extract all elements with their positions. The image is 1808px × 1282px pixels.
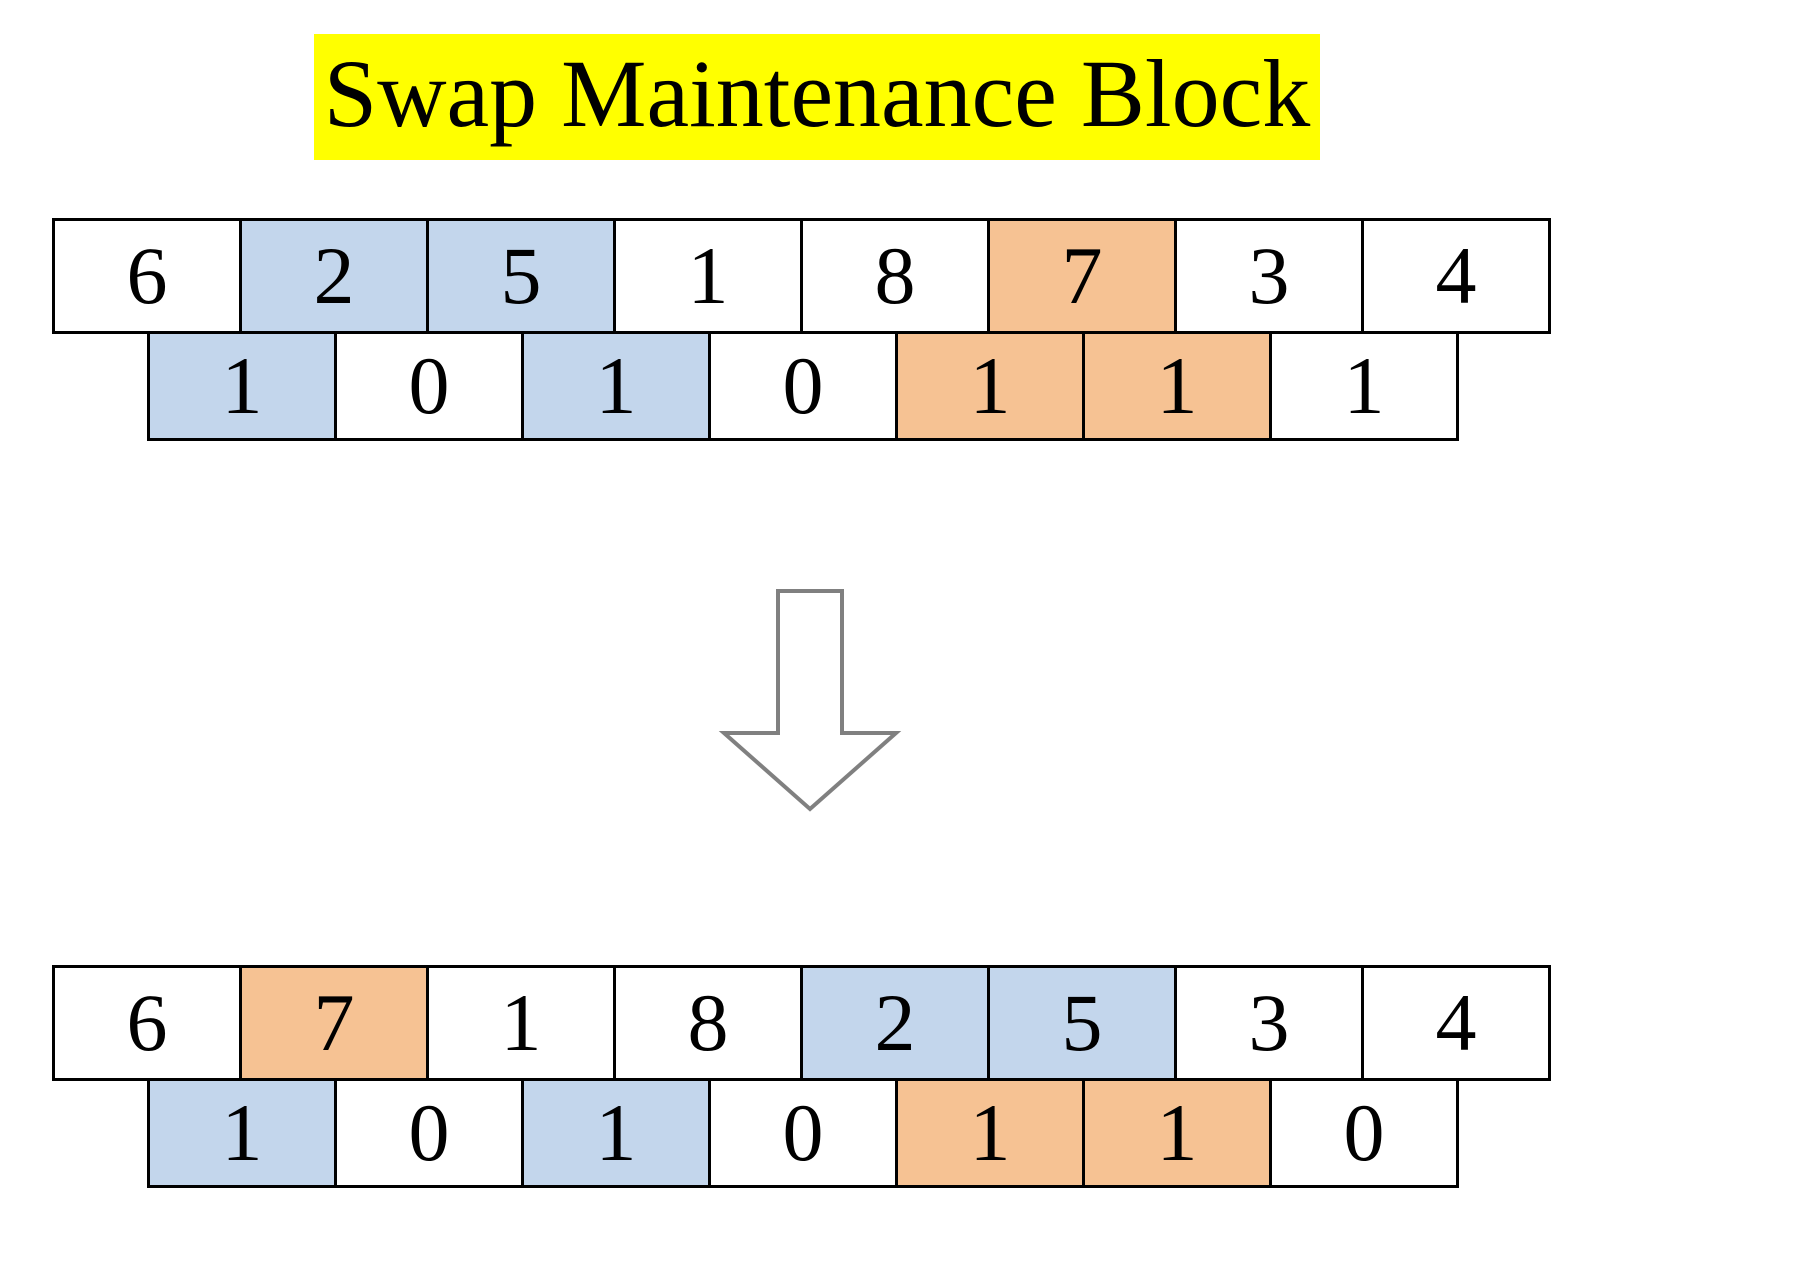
after-bit-cell-5: 1 [1082,1078,1272,1188]
page-title-text: Swap Maintenance Block [313,34,1321,160]
after-bit-cell-4: 1 [895,1078,1085,1188]
before-bit-cell-1: 0 [334,331,524,441]
before-value-cell-7: 4 [1361,218,1551,334]
down-arrow-svg [718,589,902,812]
before-value-cell-5: 7 [987,218,1177,334]
before-bit-cell-2: 1 [521,331,711,441]
before-value-cell-6: 3 [1174,218,1364,334]
after-bit-cell-3: 0 [708,1078,898,1188]
after-bit-cell-1: 0 [334,1078,524,1188]
after-value-cell-5: 5 [987,965,1177,1081]
page-title: Swap Maintenance Block [287,34,1347,160]
after-value-cell-3: 8 [613,965,803,1081]
before-value-cell-2: 5 [426,218,616,334]
before-bit-cell-6: 1 [1269,331,1459,441]
after-value-cell-0: 6 [52,965,242,1081]
arrow-shape [718,589,902,812]
after-value-cell-6: 3 [1174,965,1364,1081]
after-value-cell-7: 4 [1361,965,1551,1081]
after-bit-cell-0: 1 [147,1078,337,1188]
before-bit-cell-3: 0 [708,331,898,441]
after-value-cell-4: 2 [800,965,990,1081]
before-value-cell-0: 6 [52,218,242,334]
before-value-cell-4: 8 [800,218,990,334]
before-bit-cell-0: 1 [147,331,337,441]
before-bit-cell-5: 1 [1082,331,1272,441]
after-bit-cell-2: 1 [521,1078,711,1188]
after-bit-cell-6: 0 [1269,1078,1459,1188]
before-value-cell-3: 1 [613,218,803,334]
before-bit-cell-4: 1 [895,331,1085,441]
after-value-cell-1: 7 [239,965,429,1081]
down-arrow-outline-icon [700,585,920,815]
after-value-cell-2: 1 [426,965,616,1081]
before-value-cell-1: 2 [239,218,429,334]
